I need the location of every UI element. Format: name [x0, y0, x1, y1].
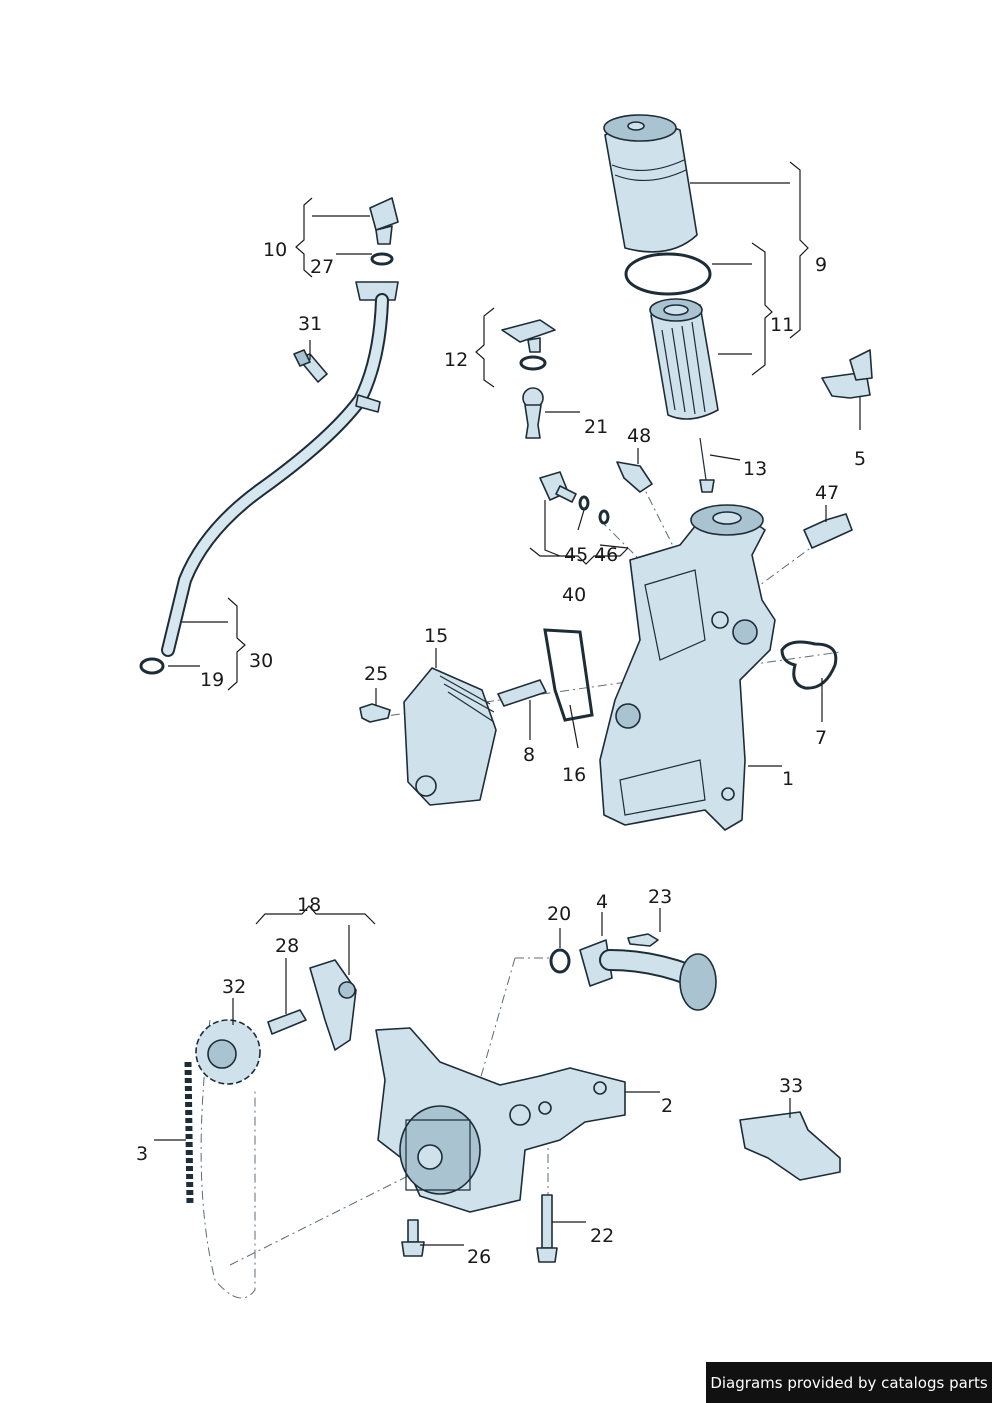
callout-7: 7 — [815, 727, 827, 749]
bolt-8 — [497, 679, 547, 707]
o-ring-12 — [519, 355, 547, 371]
callout-19: 19 — [200, 669, 224, 691]
gasket-7 — [780, 640, 838, 690]
callout-3: 3 — [136, 1143, 148, 1165]
callout-1: 1 — [782, 768, 794, 790]
bolt-31 — [293, 349, 328, 383]
callout-13: 13 — [743, 458, 767, 480]
callout-2: 2 — [661, 1095, 673, 1117]
callout-18: 18 — [297, 894, 321, 916]
valve-21 — [522, 387, 544, 439]
callout-9: 9 — [815, 254, 827, 276]
callout-31: 31 — [298, 313, 322, 335]
callout-47: 47 — [815, 482, 839, 504]
callout-5: 5 — [854, 448, 866, 470]
watermark-banner: Diagrams provided by catalogs parts — [706, 1362, 992, 1403]
sensor-47 — [803, 513, 853, 549]
callout-4: 4 — [596, 891, 608, 913]
o-ring-20 — [549, 948, 571, 974]
callout-15: 15 — [424, 625, 448, 647]
callout-21: 21 — [584, 416, 608, 438]
callout-11: 11 — [770, 314, 794, 336]
oil-cooler — [403, 667, 497, 806]
o-ring-45 — [578, 495, 590, 511]
dipstick-tube — [161, 281, 399, 657]
o-ring-filter — [624, 252, 712, 296]
tensioner-18 — [309, 959, 357, 1051]
callout-20: 20 — [547, 903, 571, 925]
o-ring-27 — [370, 252, 394, 266]
bolt-23 — [627, 933, 659, 947]
callout-22: 22 — [590, 1225, 614, 1247]
baffle-33 — [739, 1111, 841, 1181]
oil-filter-housing — [603, 114, 698, 253]
bolt-25 — [359, 703, 391, 723]
callout-32: 32 — [222, 976, 246, 998]
bracket-5 — [821, 349, 873, 399]
callout-8: 8 — [523, 744, 535, 766]
callout-40: 40 — [562, 584, 586, 606]
o-ring-19 — [139, 657, 165, 675]
sprocket-32 — [195, 1019, 261, 1085]
callout-33: 33 — [779, 1075, 803, 1097]
callout-26: 26 — [467, 1246, 491, 1268]
callout-25: 25 — [364, 663, 388, 685]
gasket-16 — [543, 628, 594, 722]
callout-10: 10 — [263, 239, 287, 261]
chain-3 — [184, 1061, 194, 1206]
leader-lines — [154, 182, 861, 1246]
callout-16: 16 — [562, 764, 586, 786]
callout-45: 45 — [564, 544, 588, 566]
valve-45 — [539, 471, 577, 503]
callout-30: 30 — [249, 650, 273, 672]
braces — [227, 161, 809, 925]
oil-pump — [375, 1027, 626, 1213]
bolt-22 — [536, 1194, 558, 1263]
bolt-26 — [401, 1219, 425, 1257]
suction-pipe-4 — [579, 939, 717, 1011]
cap-12 — [501, 319, 556, 353]
callout-12: 12 — [444, 349, 468, 371]
sensor-13 — [699, 437, 715, 493]
callout-labels: 1 2 3 4 5 7 8 9 10 11 12 13 15 16 18 19 … — [136, 239, 866, 1268]
dipstick-cap — [369, 197, 399, 245]
filter-element — [649, 298, 719, 420]
sensor-48 — [616, 461, 653, 493]
callout-27: 27 — [310, 256, 334, 278]
callout-23: 23 — [648, 886, 672, 908]
callout-28: 28 — [275, 935, 299, 957]
oil-filter-bracket — [599, 504, 776, 831]
callout-48: 48 — [627, 425, 651, 447]
bolt-28 — [267, 1009, 307, 1035]
o-ring-46 — [598, 509, 610, 525]
callout-46: 46 — [594, 544, 618, 566]
